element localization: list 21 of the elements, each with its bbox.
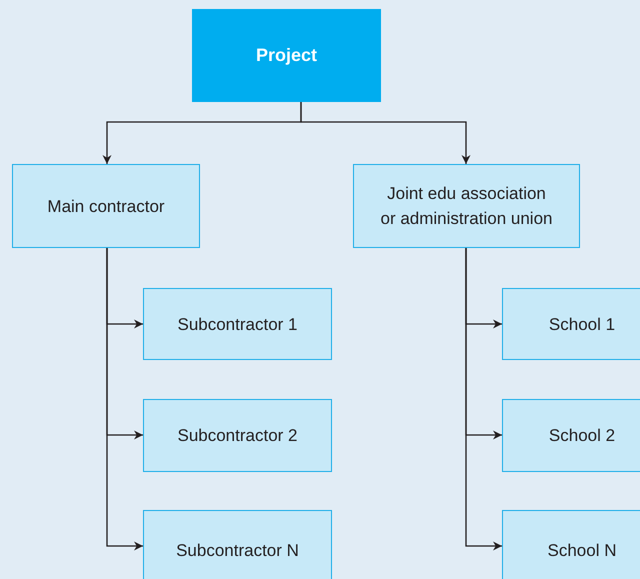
org-box (12, 164, 200, 248)
org-box (143, 399, 332, 472)
org-box (143, 288, 332, 360)
box-label: School N (548, 540, 616, 562)
title-box (192, 9, 381, 102)
org-box (502, 399, 640, 472)
connector-arrow (465, 248, 502, 550)
box-label: Main contractor (47, 196, 165, 218)
connector-arrow (106, 248, 143, 550)
org-box (353, 164, 580, 248)
box-label: Subcontractor 2 (177, 425, 298, 447)
box-label: Project (256, 44, 318, 67)
box-label: School 1 (548, 314, 616, 336)
org-box (143, 510, 332, 579)
box-label: School 2 (548, 425, 616, 447)
org-box (502, 288, 640, 360)
org-box (502, 510, 640, 579)
box-label: Subcontractor N (176, 540, 299, 562)
box-label: Subcontractor 1 (177, 314, 298, 336)
connector-arrow (300, 102, 470, 164)
box-label: Joint edu association or administration union (380, 183, 554, 230)
